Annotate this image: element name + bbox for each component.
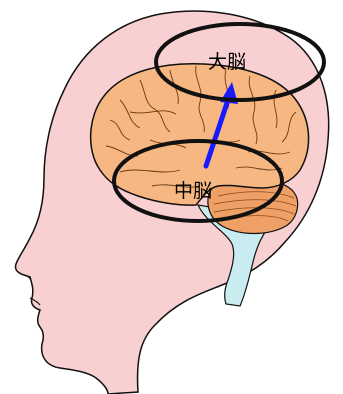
midbrain-label: 中脳 — [174, 180, 212, 202]
cerebrum-label: 大脳 — [208, 51, 246, 73]
